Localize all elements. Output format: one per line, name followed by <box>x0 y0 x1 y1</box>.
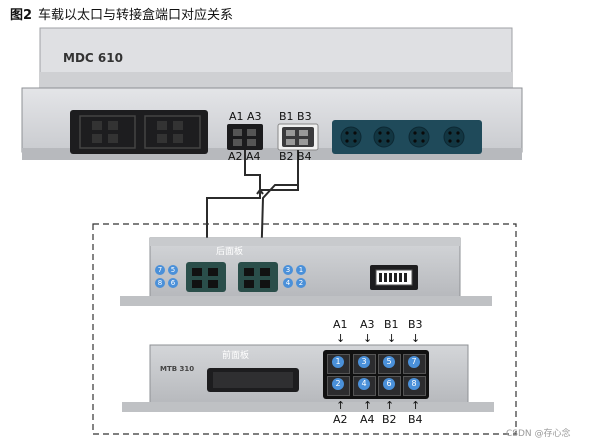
front-port-number-4: 4 <box>358 378 370 390</box>
rear-badge-1: 1 <box>296 265 306 275</box>
mdc-port-b-bottom-label: B2 B4 <box>279 150 312 163</box>
up-arrow-icon: ↑ <box>336 399 346 412</box>
front-bottom-label-a2: A2 <box>333 413 348 426</box>
front-panel-unit <box>122 344 494 412</box>
rear-badge-5: 5 <box>168 265 178 275</box>
down-arrow-icon: ↓ <box>411 332 421 345</box>
mdc-power-connector <box>70 110 208 154</box>
figure-title: 图2 车载以太口与转接盒端口对应关系 <box>10 4 233 23</box>
rear-badge-2: 2 <box>296 278 306 288</box>
front-bottom-label-a4: A4 <box>360 413 375 426</box>
front-top-label-a3: A3 <box>360 318 375 331</box>
front-port-number-7: 7 <box>408 356 420 368</box>
front-port-number-3: 3 <box>358 356 370 368</box>
mdc-port-a-bottom-label: A2 A4 <box>228 150 261 163</box>
mdc-610-unit <box>21 27 523 160</box>
mdc-port-b <box>277 123 319 151</box>
up-arrow-icon: ↑ <box>411 399 421 412</box>
front-panel-label: 前面板 <box>222 351 250 361</box>
mdc-device-name: MDC 610 <box>63 51 123 65</box>
rear-badge-7: 7 <box>155 265 165 275</box>
figure-number: 图2 <box>10 8 33 23</box>
adapter-box-outline <box>92 223 517 435</box>
figure-caption: 车载以太口与转接盒端口对应关系 <box>38 8 234 23</box>
mtb-device-name: MTB 310 <box>160 365 195 373</box>
up-arrow-icon: ↑ <box>363 399 373 412</box>
front-top-label-b1: B1 <box>384 318 399 331</box>
rear-badge-8: 8 <box>155 278 165 288</box>
rear-badge-6: 6 <box>168 278 178 288</box>
front-port-number-5: 5 <box>383 356 395 368</box>
front-top-label-a1: A1 <box>333 318 348 331</box>
up-arrow-icon: ↑ <box>385 399 395 412</box>
front-port-number-6: 6 <box>383 378 395 390</box>
mdc-camera-connectors <box>332 120 482 154</box>
front-port-number-8: 8 <box>408 378 420 390</box>
front-port-number-1: 1 <box>332 356 344 368</box>
ethernet-cables <box>206 150 299 269</box>
rear-badge-3: 3 <box>283 265 293 275</box>
down-arrow-icon: ↓ <box>363 332 373 345</box>
mdc-port-b-top-label: B1 B3 <box>279 110 312 123</box>
mdc-port-a <box>227 124 263 150</box>
rear-badge-4: 4 <box>283 278 293 288</box>
rear-panel-label: 后面板 <box>216 247 244 257</box>
mdc-port-a-top-label: A1 A3 <box>229 110 262 123</box>
down-arrow-icon: ↓ <box>336 332 346 345</box>
front-bottom-label-b4: B4 <box>408 413 423 426</box>
front-top-label-b3: B3 <box>408 318 423 331</box>
front-bottom-label-b2: B2 <box>382 413 397 426</box>
down-arrow-icon: ↓ <box>387 332 397 345</box>
watermark-text: CSDN @存心念 <box>506 429 571 439</box>
front-port-number-2: 2 <box>332 378 344 390</box>
